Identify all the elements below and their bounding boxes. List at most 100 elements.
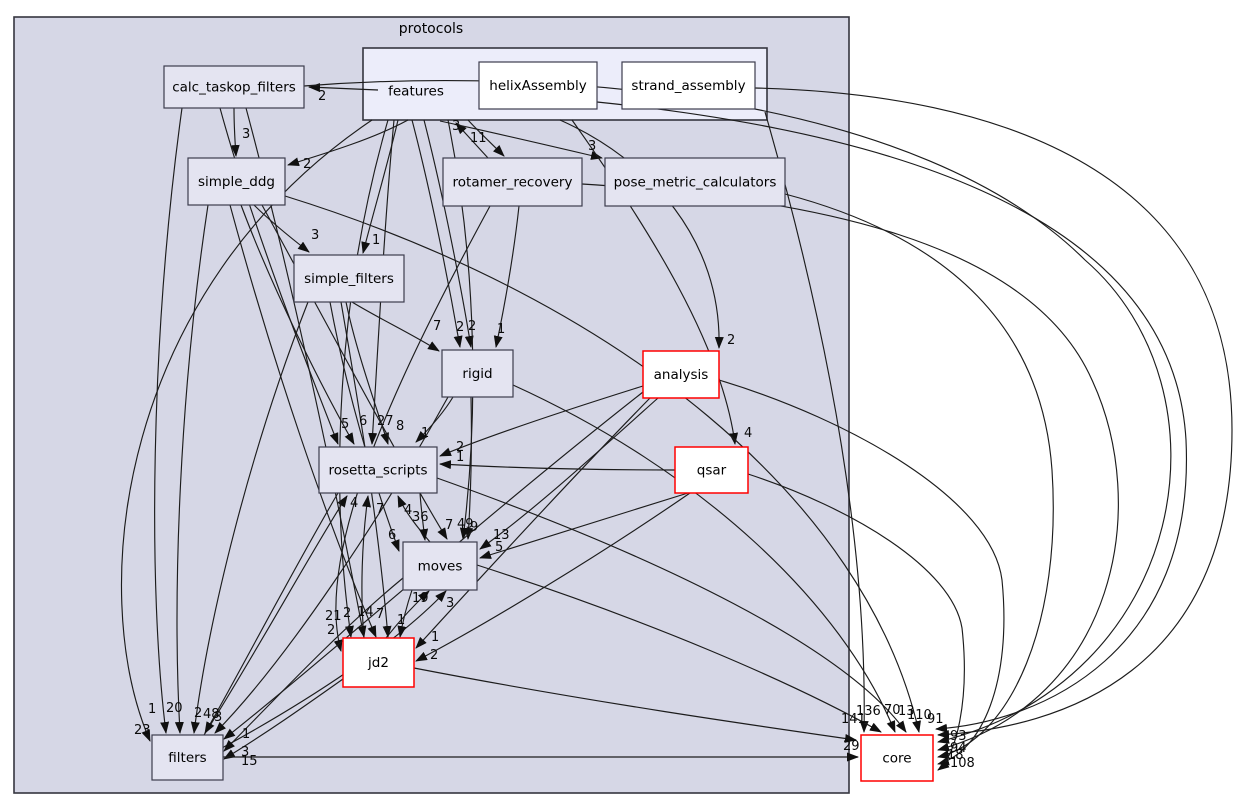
node-box-qsar[interactable] [674, 446, 749, 494]
edge-simple_ddg-to-filters [174, 204, 209, 734]
edge-label-jd2-to-moves: 19 [412, 591, 429, 606]
node-label-rigid: rigid [462, 366, 492, 382]
edge-label-jd2-to-rosetta_scripts: 7 [376, 502, 384, 517]
cluster-protocols [13, 16, 850, 794]
edge-label-simple_ddg-to-core: 91 [927, 712, 944, 727]
edge-features-to-core [764, 111, 869, 733]
edge-label-moves-to-core: 70 [884, 703, 901, 718]
edge-features-to-pose_metric_calculators [439, 120, 603, 160]
edge-label-simple_filters-to-rigid: 7 [433, 319, 441, 334]
edge-features-to-analysis [559, 119, 724, 349]
node-calc_taskop_filters: calc_taskop_filters [163, 65, 305, 109]
edge-simple_ddg-to-jd2 [229, 204, 377, 638]
node-label-rotamer_recovery: rotamer_recovery [453, 175, 573, 191]
node-box-core[interactable] [860, 734, 934, 782]
node-qsar: qsar [674, 446, 749, 494]
edge-label-rotamer_recovery-to-jd2: 2 [327, 623, 335, 638]
node-label-analysis: analysis [654, 367, 709, 383]
edge-simple_filters-to-rigid [351, 301, 440, 352]
node-strand_assembly: strand_assembly [621, 61, 756, 110]
node-label-simple_ddg: simple_ddg [198, 174, 275, 190]
node-box-rotamer_recovery[interactable] [442, 157, 583, 207]
node-filters: filters [151, 734, 224, 781]
node-rosetta_scripts: rosetta_scripts [318, 446, 438, 494]
edge-label-features-to-jd2: 21 [325, 609, 342, 624]
edge-features-to-jd2 [339, 119, 389, 638]
edge-analysis-to-core [718, 379, 1005, 766]
edge-label-rigid-to-core: 13 [898, 704, 915, 719]
edge-label-features-to-simple_ddg: 2 [303, 157, 311, 172]
edge-label-simple_ddg-to-filters: 20 [166, 701, 183, 716]
edge-label-moves-to-jd2: 1 [397, 613, 405, 628]
node-moves: moves [402, 541, 478, 591]
edge-label-jd2-to-core: 141 [841, 712, 866, 727]
node-label-moves: moves [418, 559, 463, 575]
edge-label-features-to-pose_metric_calculators: 3 [588, 139, 596, 154]
edge-analysis-to-rosetta_scripts [439, 385, 644, 457]
node-pose_metric_calculators: pose_metric_calculators [604, 157, 786, 207]
edge-rotamer_recovery-to-features [455, 122, 489, 159]
node-simple_filters: simple_filters [293, 254, 405, 303]
edge-simple_ddg-to-core [284, 195, 921, 733]
node-box-filters[interactable] [151, 734, 224, 781]
node-box-calc_taskop_filters[interactable] [163, 65, 305, 109]
edge-label-simple_ddg-to-rosetta_scripts: 6 [359, 414, 367, 429]
node-box-simple_filters[interactable] [293, 254, 405, 303]
edge-qsar-to-core [747, 473, 965, 771]
edge-simple_filters-to-moves [329, 301, 400, 552]
edge-label-rigid-to-moves: 9 [470, 520, 478, 535]
edge-label-qsar-to-moves: 5 [495, 540, 503, 555]
node-box-moves[interactable] [402, 541, 478, 591]
edge-label-features-to-rotamer_recovery: 11 [470, 131, 487, 146]
edge-qsar-to-jd2 [415, 492, 691, 662]
node-label-simple_filters: simple_filters [304, 271, 394, 287]
edge-label-features-to-core: 136 [856, 704, 881, 719]
cluster-title-protocols: protocols [399, 21, 463, 37]
edge-features-to-rotamer_recovery [467, 119, 505, 157]
edge-label-rotamer_recovery-to-rigid: 1 [497, 322, 505, 337]
edge-qsar-to-moves [479, 492, 689, 559]
node-label-features[interactable]: features [388, 84, 444, 100]
edge-filters-to-rosetta_scripts [203, 495, 348, 736]
nodes-layer: calc_taskop_filters features helixAssembly… [151, 61, 934, 782]
edge-label-qsar-to-rosetta_scripts: 1 [456, 450, 464, 465]
edge-label-filters-to-core: 29 [843, 739, 860, 754]
edge-label-features-to-rigid: 2 [468, 319, 476, 334]
node-features: features [388, 84, 444, 100]
node-box-rosetta_scripts[interactable] [318, 446, 438, 494]
node-box-strand_assembly[interactable] [621, 61, 756, 110]
node-box-jd2[interactable] [342, 637, 415, 688]
edge-simple_filters-to-filters [190, 301, 309, 734]
node-box-helixAssembly[interactable] [478, 61, 598, 110]
node-label-jd2: jd2 [367, 655, 389, 671]
edge-label-rosetta_scripts-to-filters: 48 [203, 707, 220, 722]
edge-label-rosetta_scripts-to-moves: 36 [412, 510, 429, 525]
node-box-rigid[interactable] [441, 349, 514, 398]
edge-label-simple_ddg-to-simple_filters: 3 [311, 228, 319, 243]
edge-simple_ddg-to-moves [261, 204, 448, 540]
edge-label-moves-to-filters: 3 [241, 745, 249, 760]
edge-label-analysis-to-jd2: 1 [431, 630, 439, 645]
node-label-helixAssembly: helixAssembly [489, 78, 586, 94]
node-box-simple_ddg[interactable] [187, 157, 286, 206]
edge-rigid-to-core [512, 384, 896, 733]
edge-label-calc_taskop_filters-to-rosetta_scripts: 5 [341, 417, 349, 432]
edge-strand_assembly-to-core [754, 87, 1233, 739]
edge-label-features-to-filters: 23 [134, 723, 151, 738]
edge-calc_taskop_filters-to-simple_ddg [230, 107, 240, 157]
node-label-strand_assembly: strand_assembly [631, 78, 745, 94]
node-box-analysis[interactable] [642, 350, 720, 399]
edge-moves-to-jd2 [397, 589, 413, 638]
edge-analysis-to-jd2 [415, 397, 651, 649]
edge-label-moves-to-rosetta_scripts: 4 [404, 503, 412, 518]
edge-label-calc_taskop_filters-to-filters: 1 [148, 702, 156, 717]
edge-label-calc_taskop_filters-to-simple_ddg: 3 [242, 127, 250, 142]
edge-label-simple_ddg-to-moves: 7 [445, 518, 453, 533]
edge-label-rigid-to-rosetta_scripts: 1 [421, 426, 429, 441]
edge-moves-to-filters [223, 577, 404, 752]
node-box-pose_metric_calculators[interactable] [604, 157, 786, 207]
node-core: core [860, 734, 934, 782]
node-simple_ddg: simple_ddg [187, 157, 286, 206]
edge-qsar-to-rosetta_scripts [439, 460, 676, 471]
